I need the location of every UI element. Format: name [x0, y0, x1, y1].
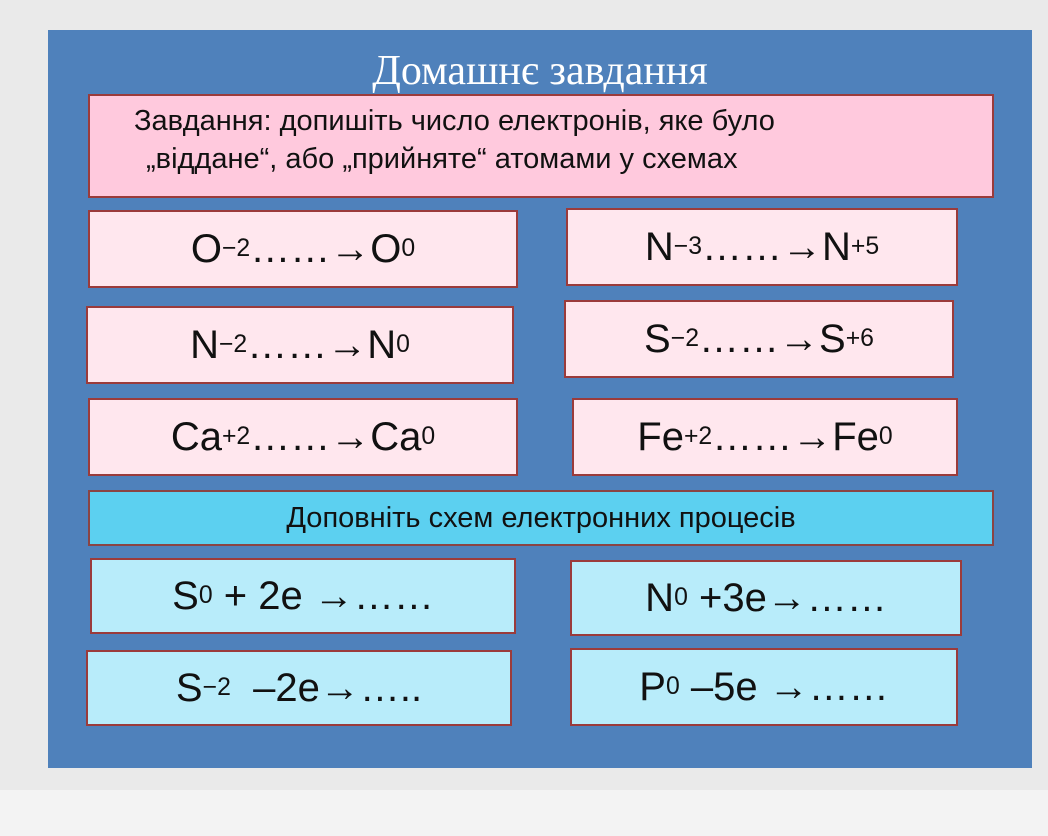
scheme-arrow: ……→ — [247, 323, 368, 367]
process-rest: ‒2e→….. — [230, 666, 423, 710]
scheme-to: N — [367, 323, 397, 367]
task-box: Завдання: допишіть число електронів, яке… — [88, 94, 994, 198]
scheme-nitrogen-1: N−3……→N+5 — [566, 208, 958, 286]
scheme-to: Fe — [832, 415, 879, 459]
scheme-arrow: ……→ — [712, 415, 833, 459]
process-sulfur-loss: S−2 ‒2e→….. — [86, 650, 512, 726]
scheme-to: S — [819, 317, 846, 361]
scheme-from: O — [190, 227, 222, 271]
section-heading: Доповніть схем електронних процесів — [88, 490, 994, 546]
scheme-arrow: ……→ — [699, 317, 819, 361]
process-element: P — [639, 665, 666, 709]
process-rest: + 2e →…… — [212, 574, 434, 618]
scheme-from: Fe — [637, 415, 684, 459]
task-line-2: „віддане“, або „прийняте“ атомами у схем… — [146, 143, 738, 175]
scheme-to: O — [370, 227, 402, 271]
scheme-arrow: ……→ — [250, 415, 371, 459]
scheme-oxygen: O−2……→O 0 — [88, 210, 518, 288]
process-element: N — [645, 576, 675, 620]
slide: Домашнє завдання Завдання: допишіть числ… — [48, 30, 1032, 768]
process-element: S — [172, 574, 199, 618]
process-element: S — [175, 666, 203, 710]
scheme-to: N — [822, 225, 851, 269]
process-rest: +3e→…… — [687, 576, 887, 620]
scheme-to: Ca — [370, 415, 422, 459]
scheme-from: N — [190, 323, 219, 367]
scheme-from: S — [644, 317, 671, 361]
scheme-from: N — [644, 225, 674, 269]
scheme-sulfur: S−2……→S+6 — [564, 300, 954, 378]
scheme-arrow: ……→ — [250, 227, 371, 271]
page-background — [0, 790, 1048, 836]
slide-title: Домашнє завдання — [372, 48, 708, 94]
scheme-from: Ca — [170, 415, 222, 459]
process-rest: ‒5e →…… — [679, 665, 889, 709]
task-line-1: Завдання: допишіть число електронів, яке… — [134, 105, 775, 137]
scheme-arrow: ……→ — [702, 225, 822, 269]
